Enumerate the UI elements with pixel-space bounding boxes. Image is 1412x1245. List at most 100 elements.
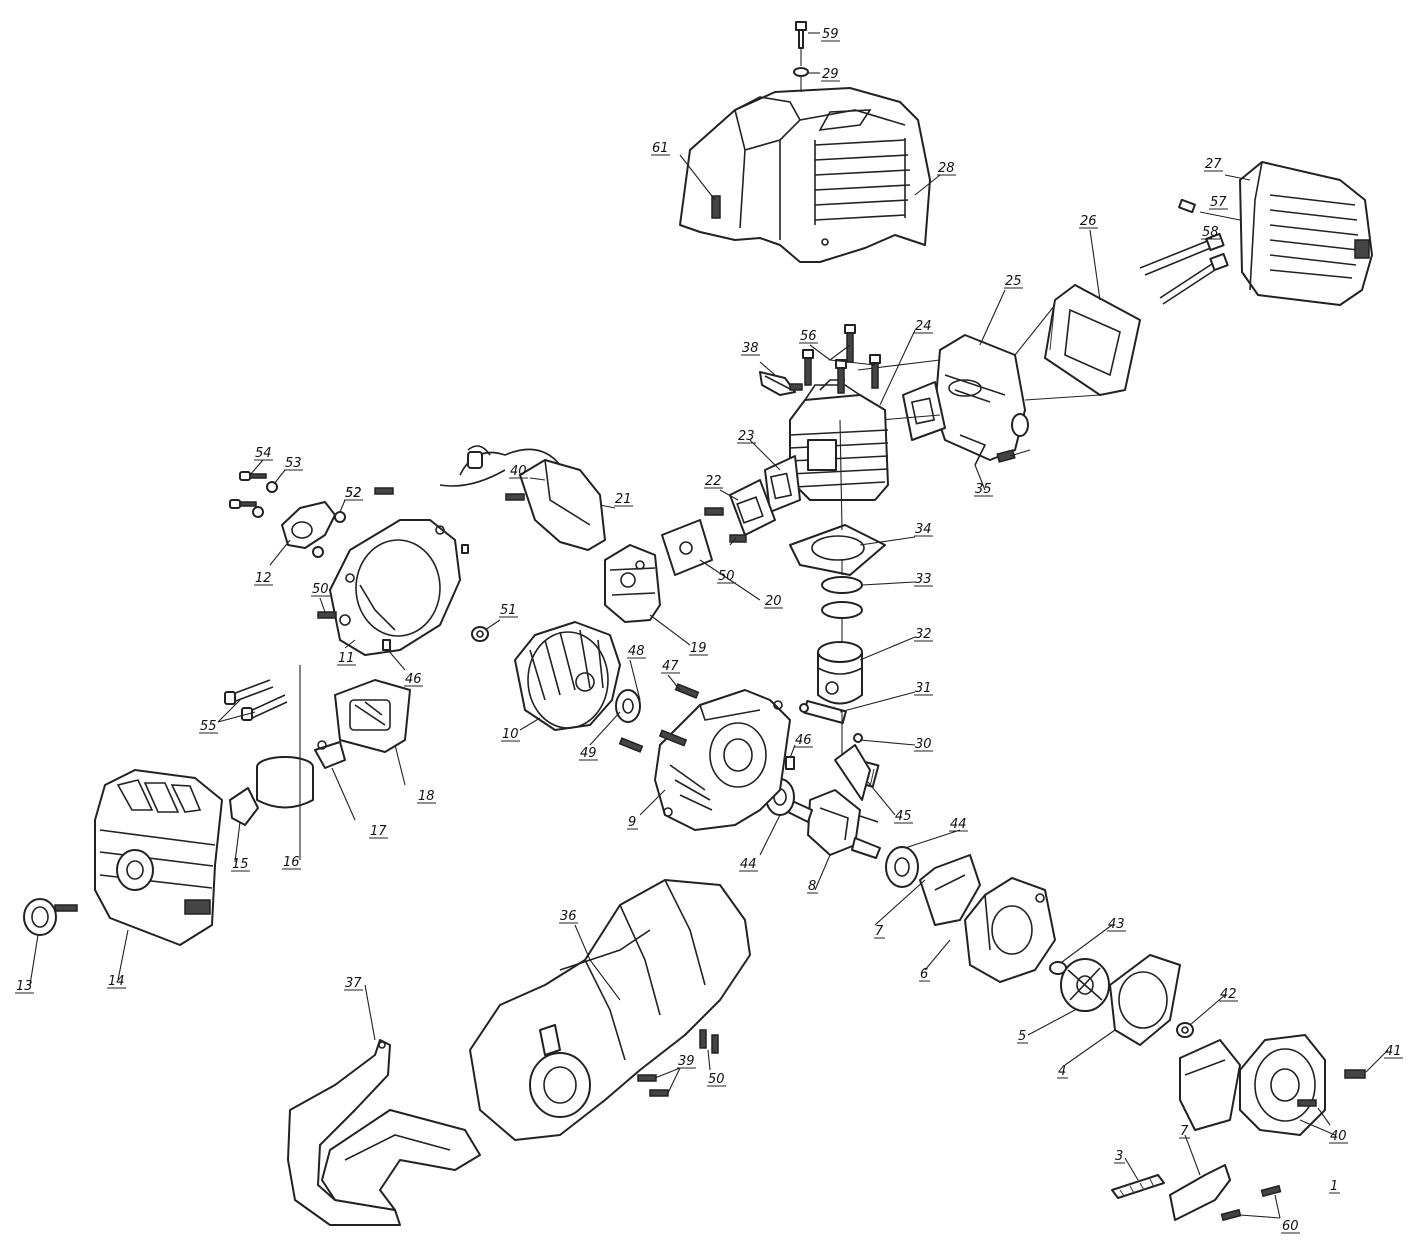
screw-bracket-part: [374, 487, 394, 495]
callout-c43: 43: [1107, 917, 1126, 932]
cover-vent-slots: [814, 138, 911, 225]
callout-c33: 33: [914, 572, 933, 587]
callout-number: 17: [370, 824, 387, 839]
callout-c31: 31: [914, 681, 933, 696]
callout-number: 30: [915, 737, 932, 752]
bearing-44-right-part: [885, 846, 919, 888]
screws-60-part: [1220, 1184, 1282, 1222]
callout-number: 38: [742, 341, 759, 356]
piston-ring-33a-part: [821, 576, 863, 594]
callout-c53: 53: [284, 456, 303, 471]
crankcase-gasket-7-part: [919, 854, 981, 926]
air-filter-cover-part: [94, 769, 223, 946]
callout-number: 24: [915, 319, 932, 334]
callout-c20: 20: [764, 594, 783, 609]
bolts-58-part: [1139, 232, 1229, 305]
callout-c35: 35: [974, 482, 993, 497]
callout-c41: 41: [1384, 1044, 1403, 1059]
callout-number: 54: [255, 446, 272, 461]
callout-c4: 4: [1057, 1064, 1068, 1079]
callout-number: 4: [1058, 1064, 1066, 1079]
callout-c34: 34: [914, 522, 933, 537]
washer-53b-part: [252, 506, 264, 518]
choke-plate-15-part: [229, 787, 259, 826]
callout-c40: 40: [509, 464, 528, 479]
callout-number: 40: [510, 464, 527, 479]
callout-c58: 58: [1201, 225, 1220, 240]
fan-housing-11-part: [329, 519, 461, 656]
callout-c1: 1: [1329, 1179, 1340, 1194]
callout-number: 60: [1282, 1219, 1299, 1234]
callout-c7a: 7: [874, 924, 885, 939]
callout-number: 49: [580, 746, 597, 761]
fuel-tank-part: [469, 879, 751, 1141]
screw-59-part: [795, 21, 807, 49]
callout-c44b: 44: [949, 817, 968, 832]
callout-number: 15: [232, 857, 249, 872]
callout-c47: 47: [661, 659, 680, 674]
callout-number: 19: [690, 641, 707, 656]
muffler-bracket-part: [1044, 284, 1141, 396]
washer-29-part: [793, 67, 809, 77]
callout-c56: 56: [799, 329, 818, 344]
callout-c44a: 44: [739, 857, 758, 872]
handle-bracket-12-part: [281, 501, 336, 549]
callout-number: 7: [1180, 1124, 1189, 1139]
clutch-5-part: [1060, 958, 1110, 1012]
callout-number: 58: [1202, 225, 1219, 240]
pin-small-part: [461, 544, 469, 554]
callout-c37: 37: [344, 976, 363, 991]
callout-number: 1: [1330, 1179, 1338, 1194]
callout-c18: 18: [417, 789, 436, 804]
callout-c27: 27: [1204, 157, 1223, 172]
callout-c6: 6: [919, 967, 930, 982]
callout-c54: 54: [254, 446, 273, 461]
callout-c15: 15: [231, 857, 250, 872]
clip-30b-part: [799, 703, 809, 713]
dowel-46a-part: [382, 639, 391, 651]
cylinder-gasket-34-part: [789, 524, 886, 576]
screw-57-lower-part: [996, 449, 1016, 463]
callout-number: 35: [975, 482, 992, 497]
callout-number: 44: [740, 857, 757, 872]
callout-c16: 16: [282, 855, 301, 870]
dowel-46b-part: [785, 756, 795, 770]
washer-42-part: [1176, 1022, 1194, 1038]
callout-number: 43: [1108, 917, 1125, 932]
callout-c13: 13: [15, 979, 34, 994]
callout-c30: 30: [914, 737, 933, 752]
callout-c24: 24: [914, 319, 933, 334]
callout-number: 16: [283, 855, 300, 870]
filter-element-16-part: [256, 756, 314, 809]
callout-c29: 29: [821, 67, 840, 82]
callout-c3: 3: [1114, 1149, 1125, 1164]
crankshaft-part: [787, 744, 881, 859]
callout-c38: 38: [741, 341, 760, 356]
callout-number: 22: [705, 474, 722, 489]
screw-61-part: [711, 195, 721, 219]
carb-gasket-20-part: [661, 519, 713, 576]
handle-bracket-7b-part: [1169, 1164, 1231, 1221]
callout-c45: 45: [894, 809, 913, 824]
clip-30-part: [853, 733, 863, 743]
choke-lever-17-part: [314, 740, 346, 769]
callout-c59: 59: [821, 27, 840, 42]
callout-number: 20: [765, 594, 782, 609]
callout-c21: 21: [614, 492, 633, 507]
callout-number: 50: [718, 569, 735, 584]
callout-number: 25: [1005, 274, 1022, 289]
callout-number: 50: [708, 1072, 725, 1087]
callout-number: 51: [500, 603, 517, 618]
callout-c32: 32: [914, 627, 933, 642]
callout-c14: 14: [107, 974, 126, 989]
callout-c39: 39: [677, 1054, 696, 1069]
callout-number: 57: [1210, 195, 1227, 210]
top-cover-part: [679, 87, 931, 263]
knob-13-part: [23, 898, 78, 936]
callout-number: 33: [915, 572, 932, 587]
callout-number: 7: [875, 924, 884, 939]
callout-number: 48: [628, 644, 645, 659]
callout-c42: 42: [1219, 987, 1238, 1002]
callout-number: 56: [800, 329, 817, 344]
callout-number: 41: [1385, 1044, 1402, 1059]
